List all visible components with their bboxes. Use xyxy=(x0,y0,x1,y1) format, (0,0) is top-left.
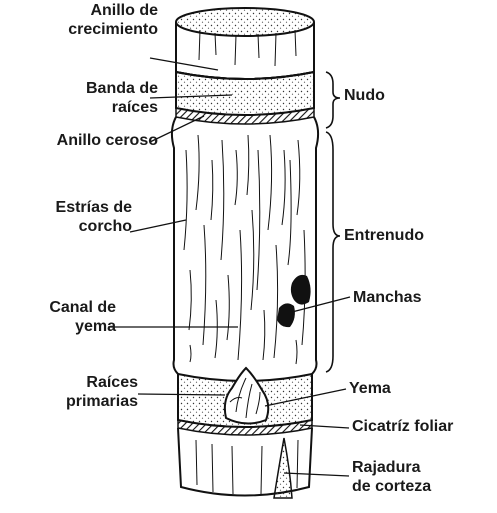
root-band xyxy=(175,70,315,116)
lower-striations xyxy=(195,439,299,495)
label-anillo-crecimiento-line1: Anillo de xyxy=(90,2,158,19)
lower-segment xyxy=(177,427,313,497)
bark-crack xyxy=(273,437,293,499)
label-rajadura-corteza-line1: Rajadura xyxy=(352,459,421,476)
label-canal-yema-line2: yema xyxy=(75,318,116,335)
upper-striations xyxy=(198,29,297,67)
label-anillo-crecimiento: Anillo de crecimiento xyxy=(6,1,158,39)
label-banda-raices-line2: raíces xyxy=(111,99,158,116)
internode-body xyxy=(170,116,320,375)
label-anillo-ceroso: Anillo ceroso xyxy=(56,132,158,149)
label-manchas: Manchas xyxy=(353,289,422,306)
label-canal-yema-line1: Canal de xyxy=(49,299,116,316)
label-raices-primarias-line1: Raíces xyxy=(86,374,138,391)
label-canal-yema: Canal de yema xyxy=(6,298,116,336)
label-yema: Yema xyxy=(349,380,391,397)
label-entrenudo: Entrenudo xyxy=(344,227,424,244)
stain-small xyxy=(277,303,295,328)
top-cut-face xyxy=(175,7,315,37)
label-raices-primarias: Raíces primarias xyxy=(6,373,138,411)
label-nudo: Nudo xyxy=(344,87,385,104)
label-rajadura-corteza: Rajadura de corteza xyxy=(352,458,431,496)
label-estrias-corcho-line2: corcho xyxy=(78,218,132,235)
nudo-bracket xyxy=(325,71,341,129)
label-anillo-crecimiento-line2: crecimiento xyxy=(68,21,158,38)
label-rajadura-corteza-line2: de corteza xyxy=(352,478,432,495)
entrenudo-bracket xyxy=(325,131,341,373)
label-raices-primarias-line2: primarias xyxy=(65,393,138,410)
leader-lines xyxy=(108,57,351,477)
label-cicatriz-foliar: Cicatríz foliar xyxy=(352,418,454,435)
cork-striations xyxy=(183,134,306,365)
label-estrias-corcho-line1: Estrías de xyxy=(55,199,132,216)
stain-large xyxy=(290,274,311,305)
label-banda-raices-line1: Banda de xyxy=(85,80,158,97)
bud-folds xyxy=(229,377,261,419)
label-banda-raices: Banda de raíces xyxy=(6,79,158,117)
label-estrias-corcho: Estrías de corcho xyxy=(6,198,132,236)
